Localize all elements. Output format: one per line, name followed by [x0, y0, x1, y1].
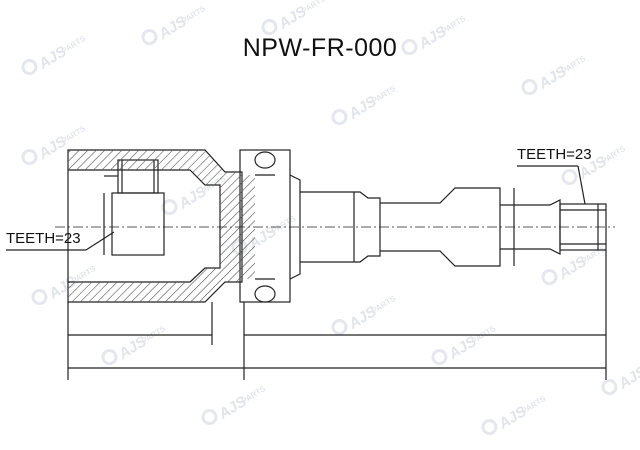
teeth-label-right: TEETH=23	[517, 146, 592, 163]
teeth-label-left: TEETH=23	[6, 230, 81, 247]
shaft-section-1	[300, 191, 381, 263]
inner-spline	[111, 192, 165, 256]
housing-cavity	[68, 169, 221, 283]
shaft-section-2	[380, 187, 501, 267]
bolt-top	[254, 151, 276, 169]
part-number-title: NPW-FR-000	[242, 34, 398, 62]
flange-step	[289, 174, 301, 280]
bolt-bottom	[254, 285, 276, 303]
spline-end	[559, 203, 607, 251]
